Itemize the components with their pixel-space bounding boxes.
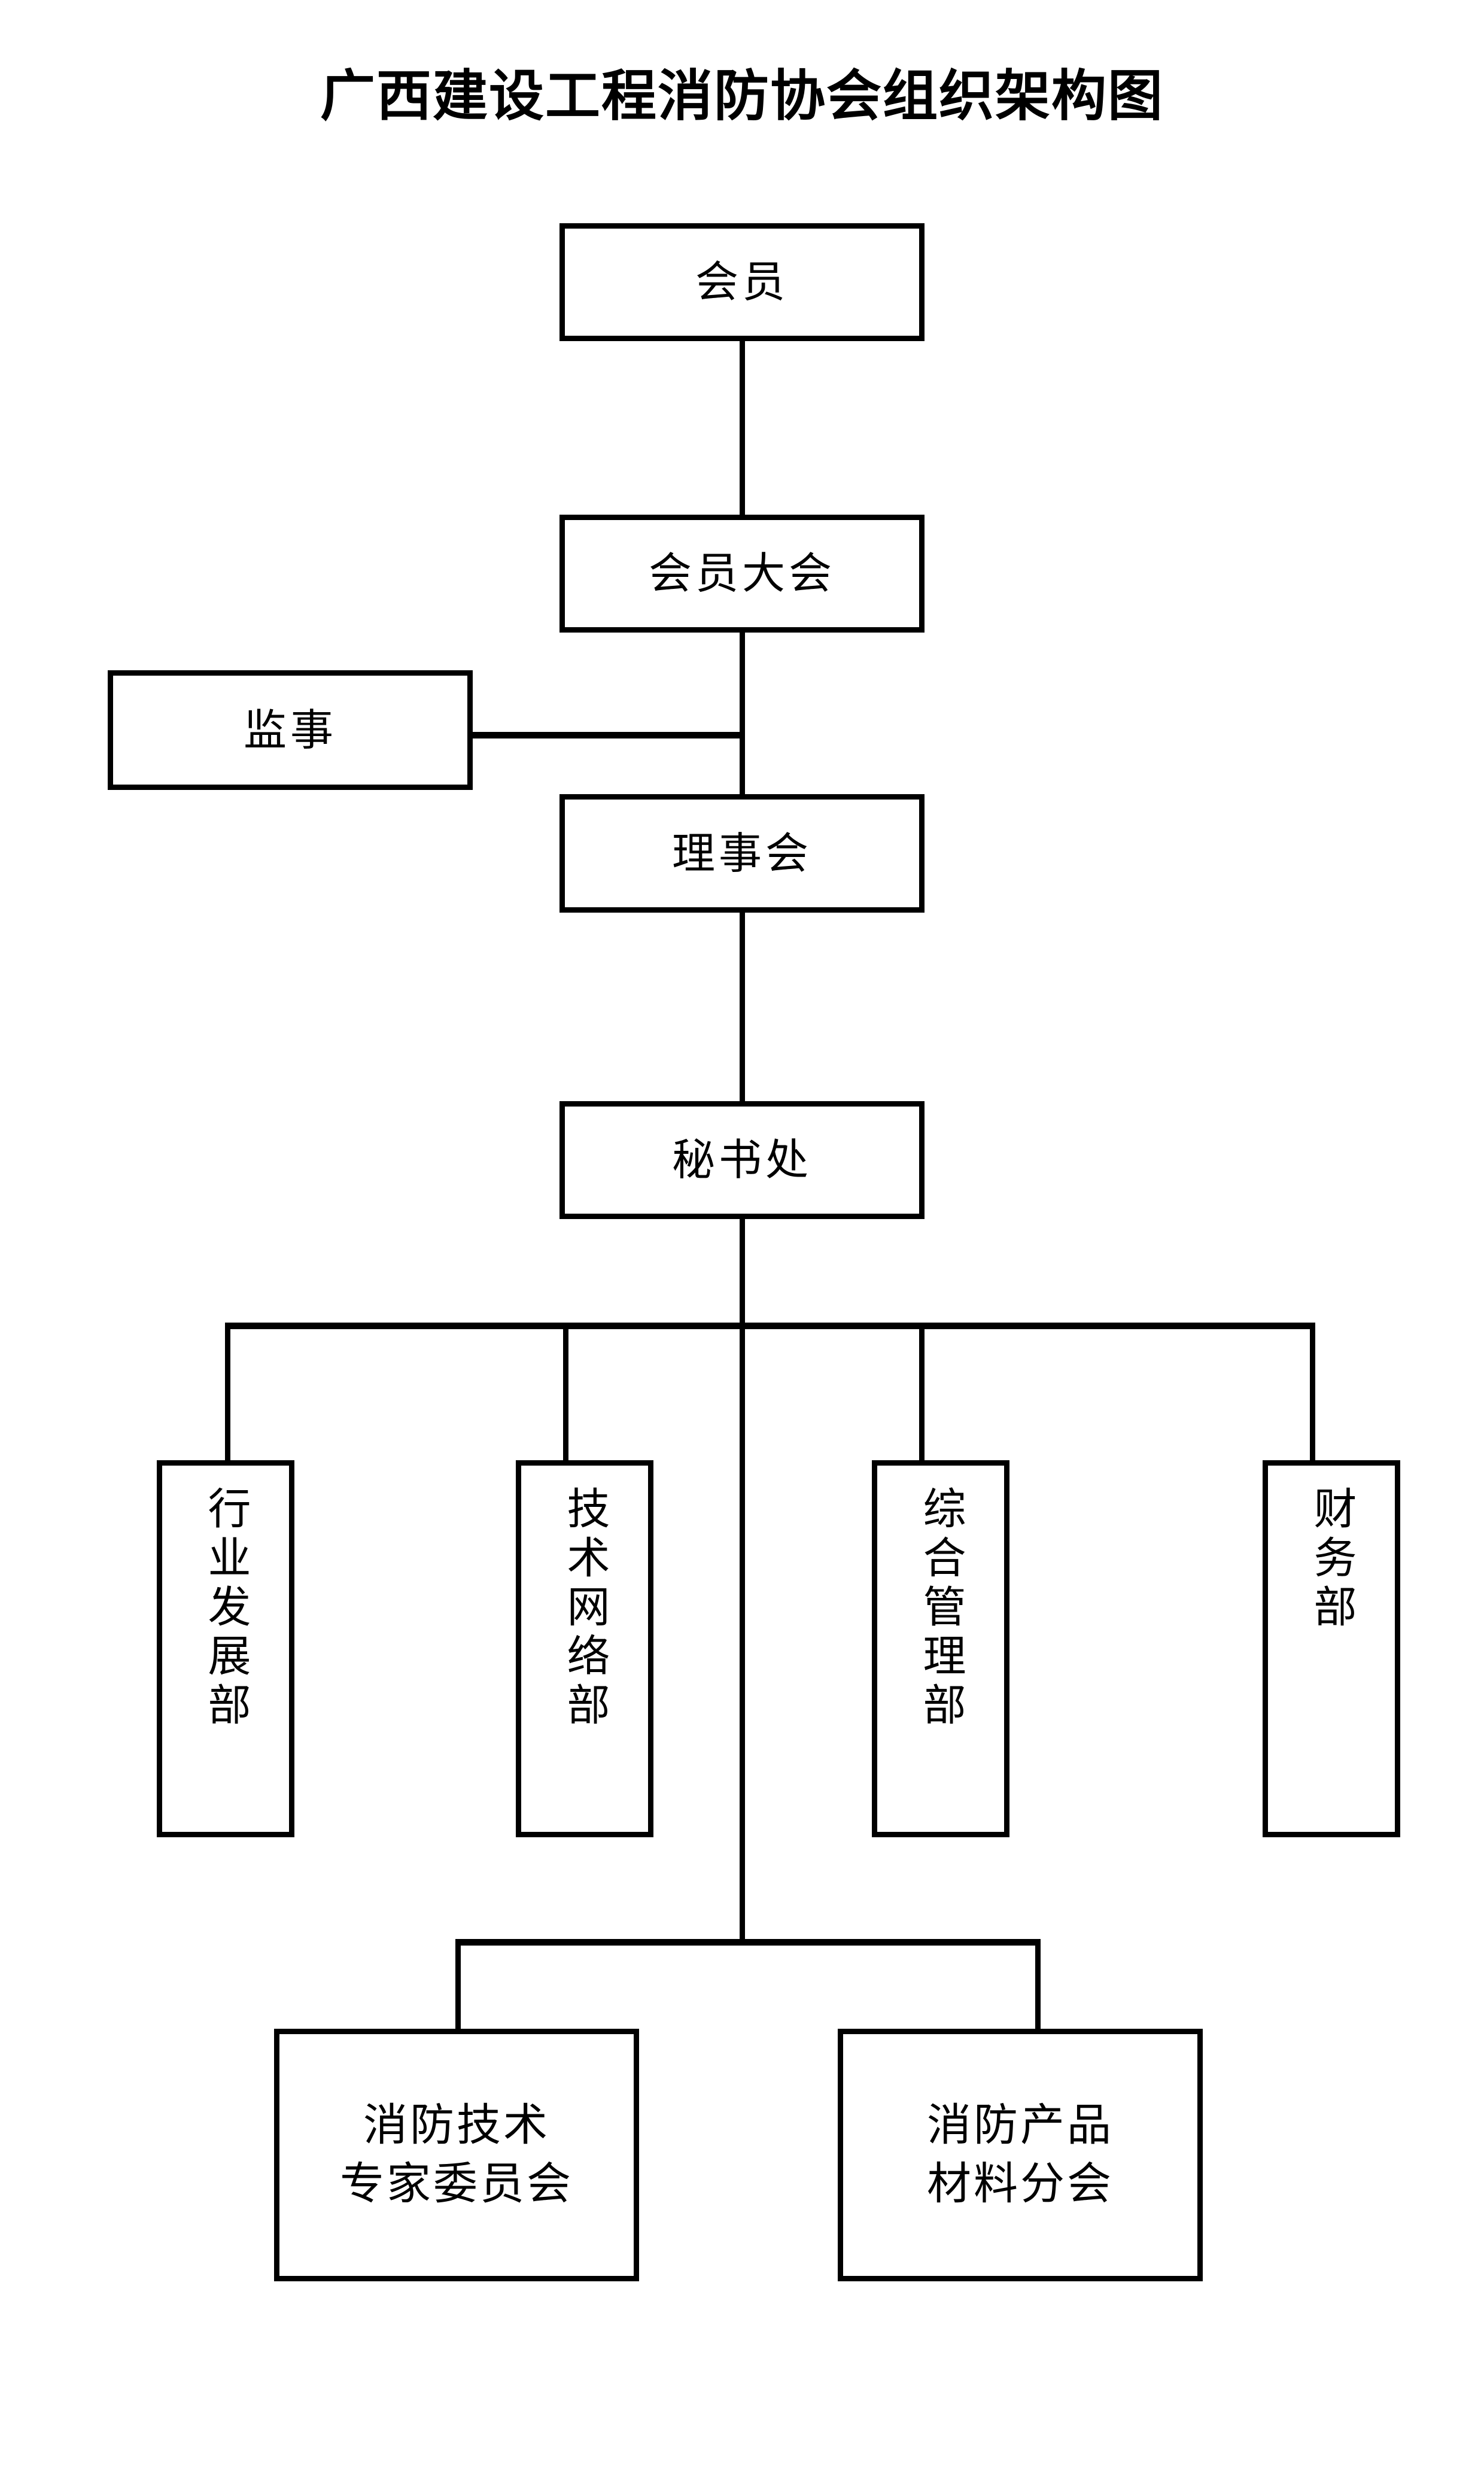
- connector-drop-materials-branch: [1035, 1939, 1041, 2030]
- node-council-label: 理事会: [671, 828, 812, 879]
- connector-drop-general-admin: [919, 1323, 925, 1461]
- connector-secretariat-to-bottom: [740, 1323, 745, 1942]
- node-council[interactable]: 理事会: [559, 794, 925, 913]
- connector-council-to-secretariat: [740, 913, 745, 1101]
- node-general-admin[interactable]: 综合管理部: [872, 1460, 1009, 1837]
- node-materials-branch-label: 消防产品 材料分会: [927, 2099, 1114, 2209]
- node-finance-label: 财务部: [1306, 1486, 1357, 1633]
- node-members-label: 会员: [695, 257, 789, 308]
- node-secretariat[interactable]: 秘书处: [559, 1101, 925, 1219]
- connector-bottom-bus: [458, 1939, 1041, 1946]
- connector-assembly-to-council: [740, 631, 745, 794]
- node-industry-dev-label: 行业发展部: [200, 1486, 251, 1731]
- page-title: 广西建设工程消防协会组织架构图: [320, 64, 1164, 128]
- node-supervisor-label: 监事: [243, 704, 337, 755]
- node-finance[interactable]: 财务部: [1263, 1460, 1400, 1837]
- node-members[interactable]: 会员: [559, 223, 925, 341]
- connector-drop-tech-network: [563, 1323, 568, 1461]
- connector-supervisor-branch: [473, 732, 742, 738]
- connector-secretariat-trunk: [740, 1218, 745, 1329]
- node-materials-branch[interactable]: 消防产品 材料分会: [838, 2029, 1203, 2281]
- connector-drop-industry-dev: [225, 1323, 230, 1461]
- node-secretariat-label: 秘书处: [671, 1135, 812, 1186]
- connector-drop-finance: [1310, 1323, 1315, 1461]
- node-expert-committee-label: 消防技术 专家委员会: [340, 2099, 573, 2209]
- node-general-assembly-label: 会员大会: [648, 548, 835, 599]
- connector-members-to-assembly: [740, 341, 745, 516]
- connector-department-bus: [227, 1323, 1315, 1329]
- node-industry-dev[interactable]: 行业发展部: [157, 1460, 294, 1837]
- node-tech-network[interactable]: 技术网络部: [516, 1460, 653, 1837]
- node-expert-committee[interactable]: 消防技术 专家委员会: [274, 2029, 639, 2281]
- node-general-admin-label: 综合管理部: [916, 1486, 966, 1731]
- connector-drop-expert-committee: [455, 1939, 461, 2030]
- node-general-assembly[interactable]: 会员大会: [559, 515, 925, 633]
- node-supervisor[interactable]: 监事: [108, 670, 473, 790]
- node-tech-network-label: 技术网络部: [559, 1486, 610, 1731]
